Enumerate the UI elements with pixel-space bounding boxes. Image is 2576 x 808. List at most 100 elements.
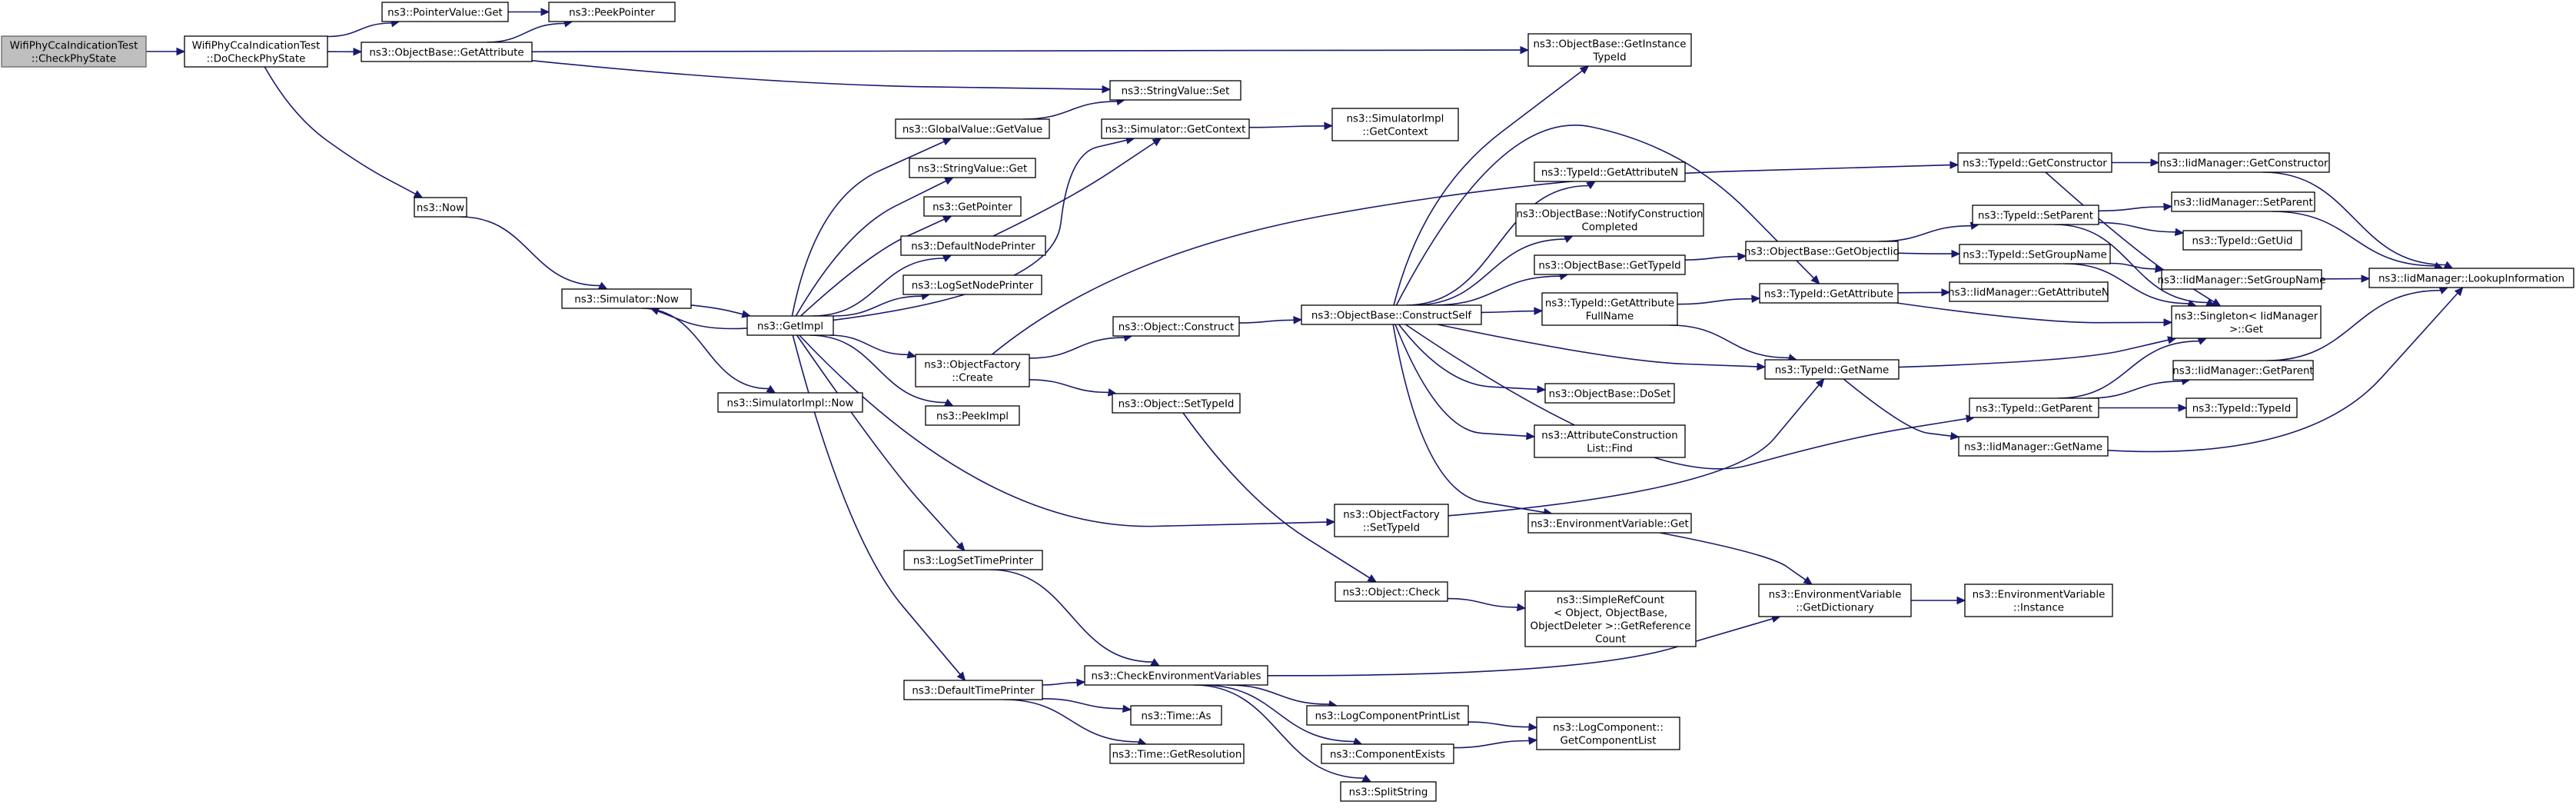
function-node-label: ns3::LogComponent:: [1553,722,1664,733]
call-edge-line [2107,292,2458,453]
function-node-n45[interactable]: ns3::TypeId::GetName [1764,359,1900,380]
arrowhead-icon [942,138,952,146]
call-edge-n1-n2 [146,47,186,56]
call-edge-line [833,295,922,317]
function-node-n2[interactable]: WifiPhyCcaIndicationTest::DoCheckPhyStat… [184,35,328,68]
call-edge-n50-n57 [2109,262,2165,273]
function-node-n37[interactable]: ns3::EnvironmentVariable::Get [1527,513,1692,534]
call-edge-n9-n10 [641,308,776,394]
function-node-box [1969,397,2099,418]
function-node-n49[interactable]: ns3::TypeId::SetParent [1972,204,2099,225]
function-node-n57[interactable]: ns3::IidManager::SetGroupName [2158,269,2326,290]
function-node-n31[interactable]: ns3::TypeId::GetAttributeN [1534,161,1686,182]
function-node-n61[interactable]: ns3::IidManager::LookupInformation [2368,268,2574,288]
function-node-n1[interactable]: WifiPhyCcaIndicationTest::CheckPhyState [1,35,147,68]
arrowhead-icon [943,177,954,185]
arrowhead-icon [942,215,952,224]
function-node-n22[interactable]: ns3::SimulatorImpl::GetContext [1331,108,1459,141]
function-node-n60[interactable]: ns3::TypeId::TypeId [2185,397,2298,418]
function-node-n46[interactable]: ns3::EnvironmentVariable::GetDictionary [1758,584,1912,617]
function-node-n18[interactable]: ns3::PeekImpl [925,405,1020,426]
arrowhead-icon [1293,316,1303,324]
function-node-n23[interactable]: ns3::Object::Construct [1112,316,1240,337]
function-node-box [1340,781,1437,802]
function-node-n28[interactable]: ns3::Time::As [1130,705,1222,726]
function-node-n11[interactable]: ns3::GetImpl [746,315,834,336]
function-node-n13[interactable]: ns3::StringValue::Get [909,158,1036,178]
arrowhead-icon [2163,318,2173,327]
call-edge-n45-n58 [1898,336,2177,368]
function-node-n12[interactable]: ns3::GlobalValue::GetValue [895,118,1050,139]
function-node-n56[interactable]: ns3::TypeId::GetUid [2182,230,2302,251]
function-node-n19[interactable]: ns3::LogSetTimePrinter [903,550,1043,570]
function-node-n29[interactable]: ns3::Time::GetResolution [1109,743,1245,764]
function-node-n16[interactable]: ns3::LogSetNodePrinter [902,274,1042,295]
function-node-n25[interactable]: ns3::ObjectFactory::SetTypeId [1334,504,1449,537]
function-node-n40[interactable]: ns3::ComponentExists [1321,743,1454,764]
function-node-label: WifiPhyCcaIndicationTest [192,40,321,52]
function-node-n10[interactable]: ns3::SimulatorImpl::Now [717,392,863,413]
function-node-n55[interactable]: ns3::IidManager::SetParent [2171,191,2315,212]
function-node-n33[interactable]: ns3::ObjectBase::GetTypeId [1534,254,1686,275]
function-node-label: ns3::SimulatorImpl::Now [726,397,853,409]
function-node-label: ::GetDictionary [1796,602,1874,613]
function-node-n52[interactable]: ns3::TypeId::GetParent [1969,397,2099,418]
function-node-n58[interactable]: ns3::Singleton< IidManager >::Get [2171,305,2322,339]
call-edge-line [2109,262,2156,270]
function-node-n4[interactable]: ns3::PeekPointer [548,2,676,22]
function-node-n30[interactable]: ns3::ObjectBase::ConstructSelf [1301,304,1482,325]
call-edge-line [796,334,960,546]
function-node-n42[interactable]: ns3::LogComponent::GetComponentList [1536,717,1680,750]
function-node-box [1949,281,2109,302]
function-node-n48[interactable]: ns3::TypeId::GetConstructor [1957,152,2112,173]
function-node-n14[interactable]: ns3::GetPointer [923,196,1022,217]
function-node-n38[interactable]: ns3::SimpleRefCount< Object, ObjectBase,… [1524,590,1697,647]
function-node-n53[interactable]: ns3::IidManager::GetName [1958,436,2109,457]
function-node-n7[interactable]: ns3::StringValue::Set [1109,80,1241,101]
function-node-n41[interactable]: ns3::SplitString [1340,781,1437,802]
function-node-n8[interactable]: ns3::Now [414,197,467,218]
call-edge-line [1003,699,1139,743]
function-node-n51[interactable]: ns3::IidManager::GetAttributeN [1948,281,2109,302]
function-node-n17[interactable]: ns3::ObjectFactory::Create [915,354,1030,387]
function-node-n50[interactable]: ns3::TypeId::SetGroupName [1959,244,2111,264]
function-node-box [1536,717,1680,750]
function-node-n27[interactable]: ns3::CheckEnvironmentVariables [1084,665,1268,686]
function-node-n15[interactable]: ns3::DefaultNodePrinter [900,235,1046,256]
call-edge-line [531,60,1103,90]
function-node-n43[interactable]: ns3::ObjectBase::GetObjectIid [1744,241,1900,261]
call-edge-n30-n6 [1393,65,1590,306]
function-node-n35[interactable]: ns3::ObjectBase::DoSet [1544,383,1675,404]
function-node-n39[interactable]: ns3::LogComponentPrintList [1306,705,1469,726]
function-node-label: ::CheckPhyState [32,53,116,65]
arrowhead-icon [1122,704,1132,713]
function-node-label: ns3::StringValue::Set [1122,85,1230,97]
arrowhead-icon [1102,85,1112,94]
call-edge-n11-n17 [829,334,917,359]
function-node-n9[interactable]: ns3::Simulator::Now [561,288,692,309]
function-node-n59[interactable]: ns3::IidManager::GetParent [2172,360,2314,381]
function-node-n44[interactable]: ns3::TypeId::GetAttribute [1759,283,1899,304]
function-node-n54[interactable]: ns3::IidManager::GetConstructor [2158,152,2330,173]
function-node-box [1544,383,1675,404]
function-node-label: ns3::ObjectFactory [1343,509,1440,520]
function-node-n24[interactable]: ns3::Object::SetTypeId [1112,393,1241,414]
function-node-label: ns3::ComponentExists [1330,749,1445,760]
function-node-label: ns3::Object::Construct [1118,321,1235,333]
function-node-box [2185,397,2298,418]
function-node-n3[interactable]: ns3::PointerValue::Get [381,2,509,22]
function-node-n32[interactable]: ns3::ObjectBase::NotifyConstructionCompl… [1515,203,1704,237]
function-node-n20[interactable]: ns3::DefaultTimePrinter [903,680,1043,700]
function-node-n26[interactable]: ns3::Object::Check [1335,581,1448,602]
function-node-n5[interactable]: ns3::ObjectBase::GetAttribute [361,42,533,62]
function-node-n47[interactable]: ns3::EnvironmentVariable::Instance [1964,584,2113,617]
function-node-label: ns3::IidManager::SetGroupName [2158,274,2326,286]
function-node-label: ns3::PeekPointer [569,7,655,18]
call-edge-n5-n4 [486,19,573,43]
function-node-n21[interactable]: ns3::Simulator::GetContext [1101,118,1250,139]
function-node-box [1764,359,1900,380]
